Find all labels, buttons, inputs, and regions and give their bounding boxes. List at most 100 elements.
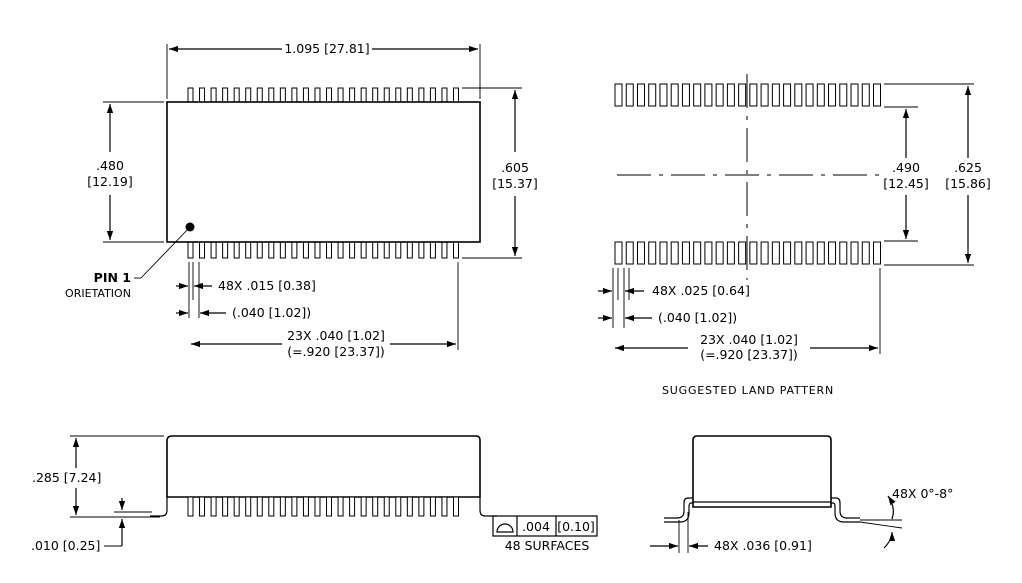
- side-lead: [222, 496, 229, 517]
- coplanarity-value: .004: [522, 519, 550, 534]
- land-pad: [693, 241, 702, 265]
- pad-pitch-label: (.040 [1.02]): [658, 310, 737, 325]
- land-pad: [816, 241, 825, 265]
- side-lead: [199, 496, 206, 517]
- top-lead: [314, 241, 321, 259]
- end-view-body: [692, 435, 832, 508]
- side-lead: [383, 496, 390, 517]
- land-pad: [873, 83, 881, 107]
- foot-angle-label: 48X 0°-8°: [892, 486, 953, 501]
- top-lead: [256, 241, 263, 259]
- end-view: 48X 0°-8° 48X .036 [0.91]: [650, 435, 953, 553]
- land-pad: [636, 83, 645, 107]
- land-pad: [783, 83, 792, 107]
- top-lead: [383, 87, 390, 103]
- top-lead: [429, 241, 436, 259]
- top-lead: [245, 87, 252, 103]
- land-pad: [850, 241, 859, 265]
- surfaces-label: 48 SURFACES: [505, 538, 590, 553]
- top-lead: [441, 241, 448, 259]
- lead-span-label-1: .605: [501, 160, 529, 175]
- land-pad: [828, 241, 837, 265]
- top-lead: [268, 87, 275, 103]
- top-lead: [302, 87, 309, 103]
- side-lead: [441, 496, 448, 517]
- top-lead: [337, 87, 344, 103]
- land-pad: [794, 83, 803, 107]
- top-view-upper-pins: [187, 87, 459, 103]
- land-pad: [861, 83, 870, 107]
- side-lead: [418, 496, 425, 517]
- top-view-lower-pins: [187, 241, 459, 259]
- land-pad: [760, 241, 769, 265]
- land-pad: [614, 241, 623, 265]
- land-pad: [873, 241, 881, 265]
- land-pad: [704, 241, 713, 265]
- top-lead: [441, 87, 448, 103]
- land-pad: [738, 241, 747, 265]
- land-pad: [861, 241, 870, 265]
- land-pad: [614, 83, 623, 107]
- top-lead: [233, 241, 240, 259]
- top-lead: [222, 87, 229, 103]
- pin1-label: PIN 1: [94, 270, 131, 285]
- top-lead: [360, 241, 367, 259]
- top-lead: [349, 87, 356, 103]
- side-lead: [326, 496, 333, 517]
- land-pad: [771, 83, 780, 107]
- top-view: 1.095 [27.81] .480 [12.19] .605 [15.37] …: [65, 41, 538, 359]
- package-height-label: .285 [7.24]: [32, 470, 101, 485]
- foot-length-label: 48X .036 [0.91]: [714, 538, 812, 553]
- side-lead: [360, 496, 367, 517]
- side-lead: [279, 496, 286, 517]
- side-lead: [453, 496, 459, 517]
- top-lead: [291, 241, 298, 259]
- side-lead: [314, 496, 321, 517]
- top-lead: [279, 87, 286, 103]
- top-lead: [256, 87, 263, 103]
- land-pad: [670, 83, 679, 107]
- side-lead: [349, 496, 356, 517]
- land-pad: [715, 241, 724, 265]
- side-lead: [429, 496, 436, 517]
- top-lead: [291, 87, 298, 103]
- land-pad: [726, 83, 735, 107]
- land-pad: [839, 83, 848, 107]
- top-lead: [199, 241, 206, 259]
- land-pad: [681, 241, 690, 265]
- land-pad: [738, 83, 747, 107]
- top-lead: [187, 87, 194, 103]
- top-lead: [245, 241, 252, 259]
- land-pattern-upper-pads: [614, 83, 881, 107]
- land-pad: [670, 241, 679, 265]
- side-view: .285 [7.24] .010 [0.25] .004 [0.10] 48 S…: [31, 435, 598, 553]
- top-lead: [418, 241, 425, 259]
- land-total-pitch-label-2: (=.920 [23.37]): [700, 347, 798, 362]
- land-pad: [681, 83, 690, 107]
- top-lead: [326, 87, 333, 103]
- land-pad: [636, 241, 645, 265]
- side-view-leads: [187, 496, 459, 517]
- land-pattern-lower-pads: [614, 241, 881, 265]
- row-span-label-1: .625: [954, 160, 982, 175]
- coplanarity-metric: [0.10]: [557, 519, 595, 534]
- top-lead: [360, 87, 367, 103]
- top-lead: [395, 87, 402, 103]
- land-pad: [850, 83, 859, 107]
- land-pad: [726, 241, 735, 265]
- land-pad: [783, 241, 792, 265]
- lead-span-label-2: [15.37]: [492, 176, 538, 191]
- top-lead: [222, 241, 229, 259]
- side-lead: [256, 496, 263, 517]
- land-pad: [693, 83, 702, 107]
- top-lead: [383, 241, 390, 259]
- total-pitch-label-2: (=.920 [23.37]): [287, 344, 385, 359]
- top-lead: [187, 241, 194, 259]
- body-width-label-1: .480: [96, 158, 124, 173]
- land-pad: [839, 241, 848, 265]
- pad-width-label: 48X .025 [0.64]: [652, 283, 750, 298]
- side-lead: [187, 496, 194, 517]
- top-lead: [372, 241, 379, 259]
- land-pad: [816, 83, 825, 107]
